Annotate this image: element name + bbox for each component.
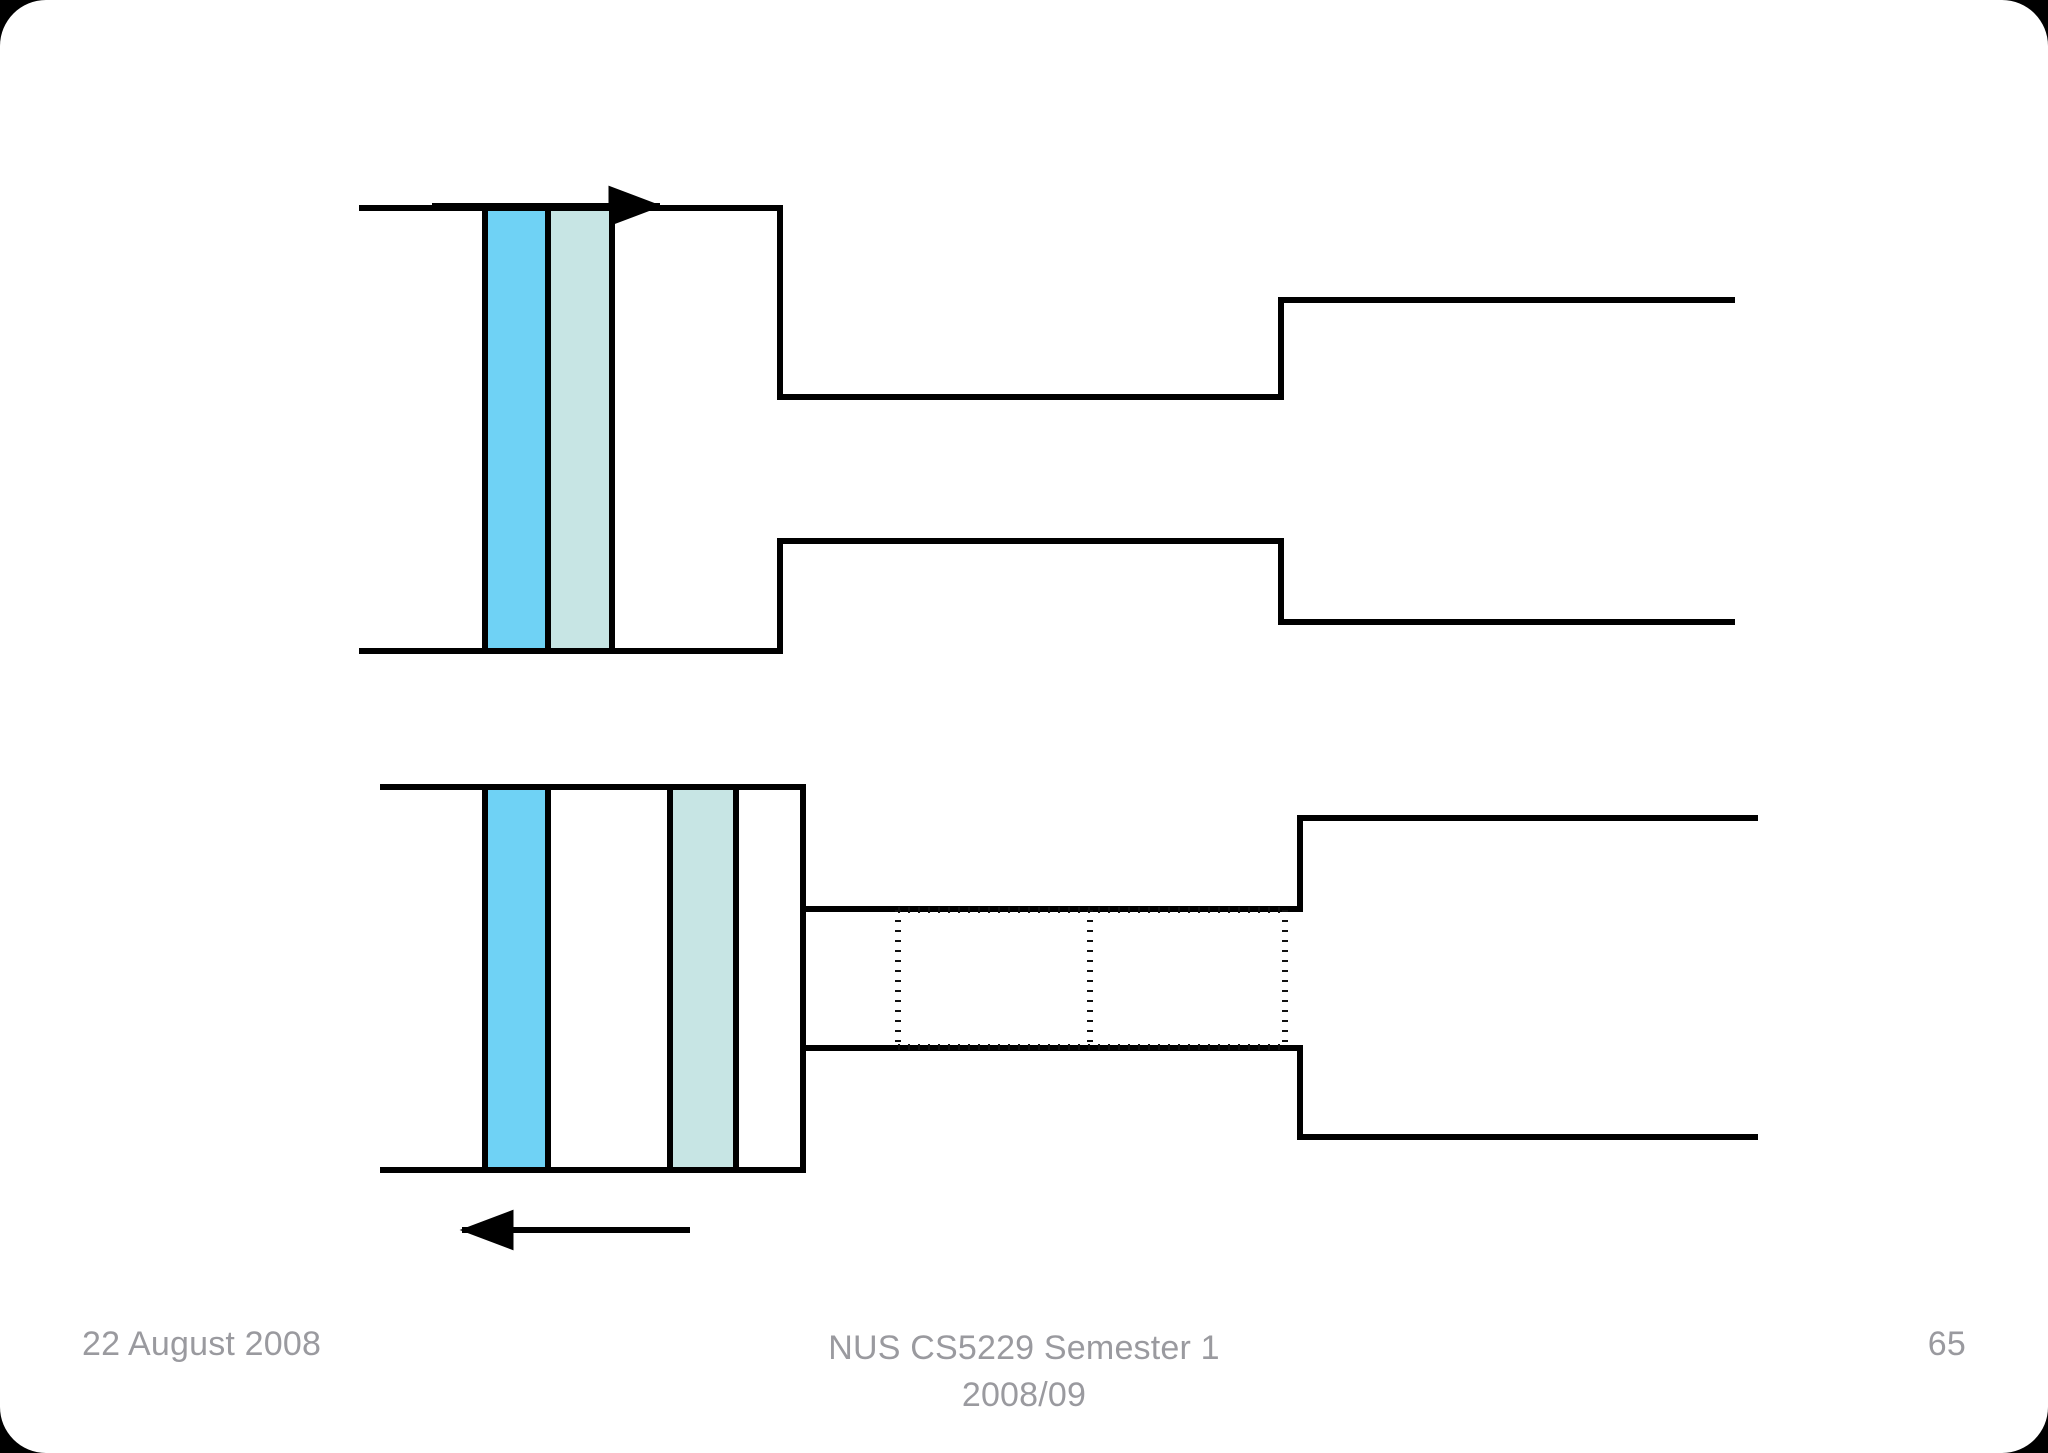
bottom-panel-group [380, 784, 1758, 1251]
top-panel-lower-boundary [359, 538, 1735, 654]
top-packet-1-fill [485, 208, 548, 651]
bottom-panel-lower-boundary [380, 1045, 1758, 1173]
top-panel-group [359, 185, 1735, 654]
bottom-panel-upper-boundary [380, 784, 1758, 912]
top-packet-2-fill [548, 208, 612, 651]
queue-slot-region [895, 907, 1288, 1050]
footer-date: 22 August 2008 [82, 1325, 322, 1363]
bottom-packet-1-fill [485, 787, 548, 1170]
footer-course-title: NUS CS5229 Semester 1 2008/09 [0, 1325, 2048, 1419]
footer-course-line-2: 2008/09 [961, 1375, 1087, 1414]
footer-course-line-1: NUS CS5229 Semester 1 [828, 1329, 1220, 1367]
footer-page-number: 65 [1927, 1325, 1966, 1363]
bottom-packet-2-fill [670, 787, 736, 1170]
top-panel-upper-boundary [359, 205, 1735, 400]
slide-footer: 22 August 2008 NUS CS5229 Semester 1 200… [0, 1303, 2048, 1453]
